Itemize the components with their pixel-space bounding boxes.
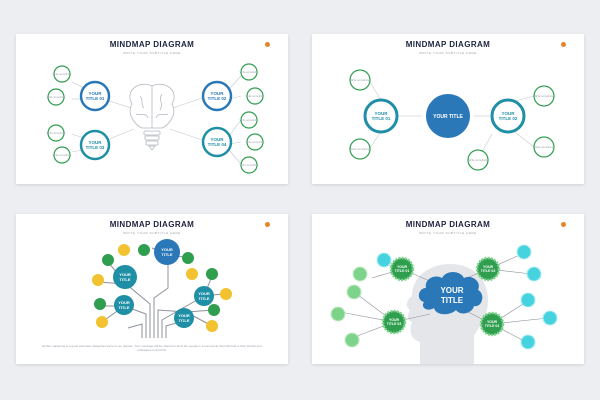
leaf-text: Write something <box>240 70 259 74</box>
gear-node-02-label: YOUR TITLE 02 <box>480 265 496 273</box>
title-node-03-label: YOUR TITLE 03 <box>85 140 105 150</box>
gear-nodes <box>381 256 505 337</box>
tree-node-low <box>114 295 134 315</box>
page-marker <box>561 222 566 227</box>
title-node-04 <box>201 126 233 158</box>
title-node-02 <box>490 98 526 134</box>
center-label-line2: TITLE <box>440 296 464 305</box>
slide-subtitle: WRITE YOUR SUBTITLE HERE <box>419 231 477 235</box>
center-node <box>426 94 470 138</box>
gear-node-03-label: YOUR TITLE 03 <box>386 318 402 326</box>
leaf-text: Write something <box>47 131 66 135</box>
title-node-01-label: YOUR TITLE 01 <box>85 91 105 101</box>
leaf-nodes <box>349 69 555 171</box>
leaf-text: Write something <box>47 95 66 99</box>
slide-title: MINDMAP DIAGRAM <box>109 220 195 229</box>
leaf-gear-nodes <box>330 244 558 350</box>
title-node-03 <box>79 129 111 161</box>
tree-node-right <box>194 286 214 306</box>
tree-node-right-label: YOUR TITLE <box>198 291 210 301</box>
title-node-02-label: YOUR TITLE 02 <box>498 111 518 121</box>
center-node-label: YOUR TITLE <box>433 114 463 120</box>
center-label-line1: YOUR <box>440 286 464 295</box>
slide-title: MINDMAP DIAGRAM <box>405 40 491 49</box>
title-node-01 <box>79 80 111 112</box>
slide-1[interactable]: MINDMAP DIAGRAM WRITE YOUR SUBTITLE HERE <box>16 34 288 184</box>
title-node-01 <box>363 98 399 134</box>
brain-bulb-icon <box>129 83 175 151</box>
tree-node-left-label: YOUR TITLE <box>119 272 131 282</box>
mindmap-diagram-2: Write something Write something Write so… <box>349 69 555 171</box>
leaf-nodes <box>47 63 264 174</box>
footer-paragraph: Ember marketing is a good start also cat… <box>42 344 262 352</box>
tree-node-lowright <box>174 308 194 328</box>
tree-node-left <box>113 265 137 289</box>
leaf-text: Write something <box>240 118 259 122</box>
leaf-text: Write something <box>469 158 488 162</box>
slide-subtitle: WRITE YOUR SUBTITLE HERE <box>123 51 181 55</box>
slide-4[interactable]: MINDMAP DIAGRAM WRITE YOUR SUBTITLE HERE <box>312 214 584 364</box>
leaf-text: Write something <box>53 153 72 157</box>
leaf-text: Write something <box>246 94 265 98</box>
tree-node-lowright-label: YOUR TITLE <box>178 313 190 323</box>
head-mindmap-diagram <box>330 244 558 364</box>
leaf-text: Write something <box>535 145 554 149</box>
gear-node-01-label: YOUR TITLE 01 <box>394 265 410 273</box>
mindmap-diagram-1: Write something Write something Write so… <box>47 63 265 174</box>
slide-subtitle: WRITE YOUR SUBTITLE HERE <box>419 51 477 55</box>
gear-node-04-label: YOUR TITLE 04 <box>484 320 500 328</box>
slide-title: MINDMAP DIAGRAM <box>405 220 491 229</box>
title-node-02-label: YOUR TITLE 02 <box>207 91 227 101</box>
page-marker <box>265 42 270 47</box>
leaf-text: Write something <box>535 94 554 98</box>
leaf-text: Write something <box>351 147 370 151</box>
slide-2[interactable]: MINDMAP DIAGRAM WRITE YOUR SUBTITLE HERE… <box>312 34 584 184</box>
tree-node-top <box>154 239 180 265</box>
page-marker <box>561 42 566 47</box>
brain-cloud <box>418 272 483 315</box>
title-node-04-label: YOUR TITLE 04 <box>207 137 227 147</box>
tree-node-top-label: YOUR TITLE <box>161 247 173 257</box>
page-marker <box>265 222 270 227</box>
leaf-nodes <box>92 244 232 332</box>
leaf-text: Write something <box>53 72 72 76</box>
slide-subtitle: WRITE YOUR SUBTITLE HERE <box>123 231 181 235</box>
tree-node-low-label: YOUR TITLE <box>118 300 130 310</box>
tree-diagram <box>92 239 232 338</box>
slide-title: MINDMAP DIAGRAM <box>109 40 195 49</box>
title-node-01-label: YOUR TITLE 01 <box>371 111 391 121</box>
leaf-text: Write something <box>240 163 259 167</box>
title-node-02 <box>201 80 233 112</box>
slide-3[interactable]: MINDMAP DIAGRAM WRITE YOUR SUBTITLE HERE <box>16 214 288 364</box>
leaf-text: Write something <box>351 78 370 82</box>
leaf-text: Write something <box>246 140 265 144</box>
